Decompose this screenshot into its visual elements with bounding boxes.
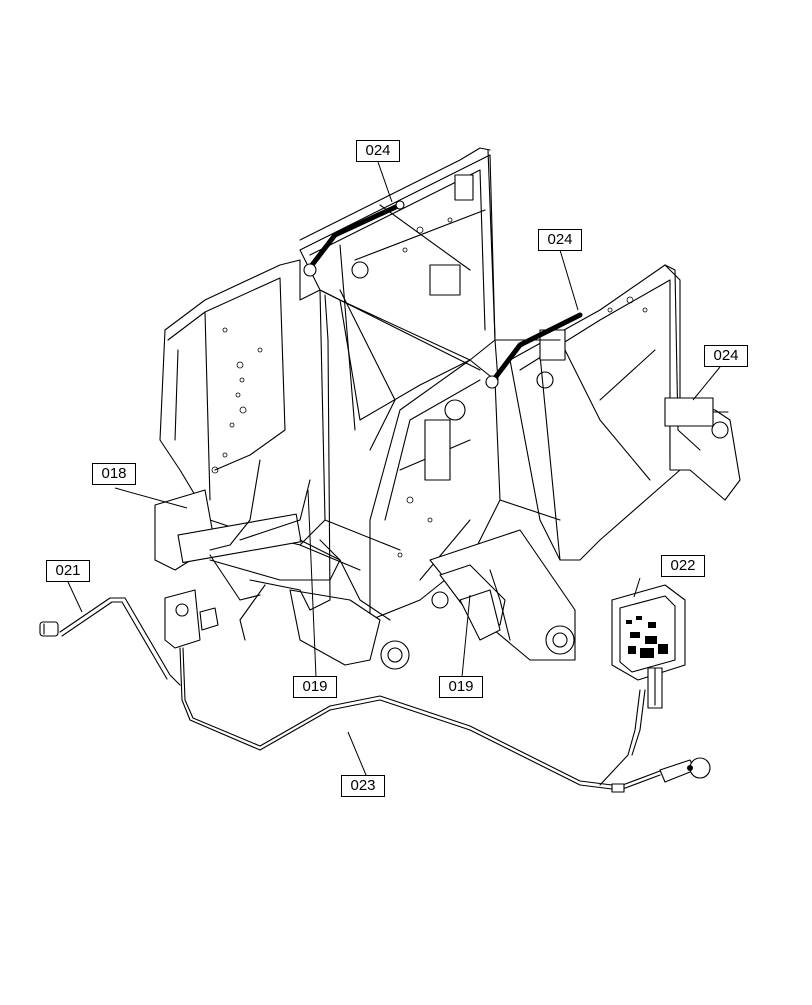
cable-021: [39, 597, 181, 686]
callout-018: 018: [92, 463, 136, 485]
hose-024-upper-right: [485, 312, 583, 389]
callout-019-right: 019: [439, 676, 483, 698]
callout-023: 023: [341, 775, 385, 797]
callout-022: 022: [661, 555, 705, 577]
callout-021: 021: [46, 560, 90, 582]
right-rear-panel: [509, 264, 741, 561]
hose-024-side: [664, 397, 729, 427]
rear-upper-panel: [299, 154, 496, 451]
socket-bracket: [164, 589, 219, 649]
callout-019-left: 019: [293, 676, 337, 698]
callout-024-top-right: 024: [538, 229, 582, 251]
cable-023: [179, 647, 661, 793]
hose-024-upper-left: [303, 200, 405, 277]
callout-024-side: 024: [704, 345, 748, 367]
leader-lines: [67, 161, 721, 776]
cable-022-connector: [599, 689, 711, 786]
callout-024-top-left: 024: [356, 140, 400, 162]
control-monitor-022: [611, 584, 686, 709]
wiring-harness: [209, 147, 701, 641]
